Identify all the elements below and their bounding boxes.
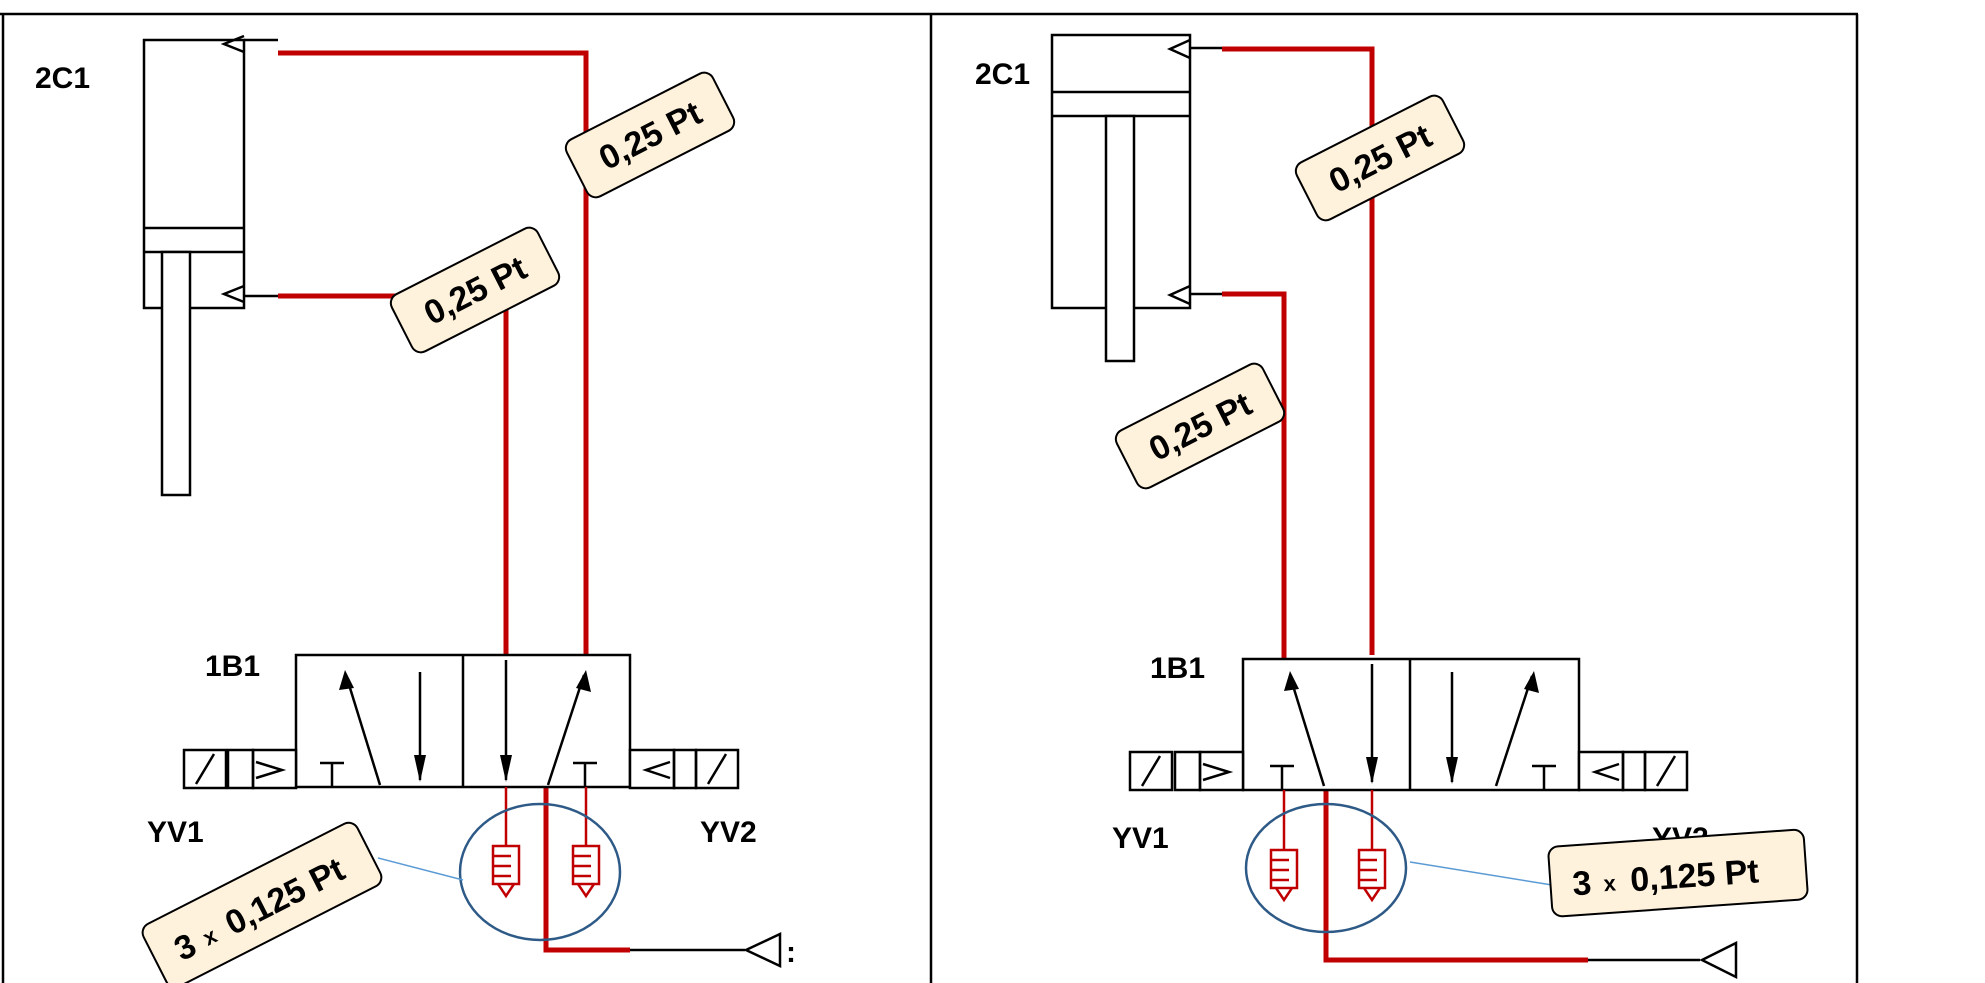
- silencer-highlight-circle: [458, 802, 622, 942]
- solenoid-yv1: [182, 748, 298, 790]
- silencer-icon: [571, 844, 601, 898]
- solenoid-yv1: [1128, 750, 1245, 792]
- cylinder-label: 2C1: [35, 62, 90, 95]
- solenoid-left-label: YV1: [147, 816, 204, 849]
- left-panel: 2C1 : 1B1: [35, 34, 796, 983]
- pipe-exhaust: [543, 785, 630, 953]
- svg-text:0,125 Pt: 0,125 Pt: [1629, 852, 1760, 899]
- silencer-icon: [491, 844, 521, 898]
- solenoid-yv2: [1577, 750, 1689, 792]
- pipe-lower: [278, 293, 509, 655]
- pipe-exhaust: [1323, 787, 1588, 963]
- pipe-upper: [278, 50, 589, 655]
- solenoid-right-label: YV2: [700, 816, 757, 849]
- port-arrow-bottom: [1166, 284, 1191, 306]
- silencer-highlight-circle: [1244, 802, 1408, 934]
- callout-leader: [1409, 861, 1553, 886]
- cylinder-extended: [142, 34, 278, 497]
- callout-pipe-upper: 0,25 Pt: [564, 71, 736, 199]
- solenoid-yv2: [628, 748, 740, 790]
- right-panel: 2C1 1B1: [975, 33, 1809, 980]
- port-arrow-bottom: [220, 284, 245, 304]
- port-arrow-top: [220, 34, 245, 54]
- callout-silencers: 3 x 0,125 Pt: [1547, 828, 1809, 918]
- valve-label: 1B1: [1150, 652, 1205, 685]
- valve-label: 1B1: [205, 650, 260, 683]
- silencer-icon: [1357, 848, 1387, 902]
- valve-body: [294, 653, 632, 789]
- cylinder-retracted: [1050, 33, 1222, 363]
- callout-pipe-upper: 0,25 Pt: [1294, 94, 1466, 222]
- supply-triangle: [1699, 940, 1738, 980]
- callout-pipe-lower: 0,25 Pt: [389, 226, 561, 354]
- svg-text:x: x: [1603, 870, 1618, 896]
- pipe-upper: [1222, 46, 1375, 655]
- silencer-icon: [1269, 848, 1299, 902]
- svg-text:3: 3: [1571, 864, 1593, 903]
- pipe-lower: [1222, 291, 1287, 660]
- callout-pipe-lower: 0,25 Pt: [1114, 362, 1286, 490]
- callout-leader: [377, 857, 464, 881]
- port-arrow-top: [1166, 38, 1191, 60]
- solenoid-left-label: YV1: [1112, 822, 1169, 855]
- svg-text::: :: [786, 936, 796, 969]
- supply-triangle: [743, 932, 782, 968]
- cylinder-label: 2C1: [975, 58, 1030, 91]
- valve-body: [1241, 657, 1581, 792]
